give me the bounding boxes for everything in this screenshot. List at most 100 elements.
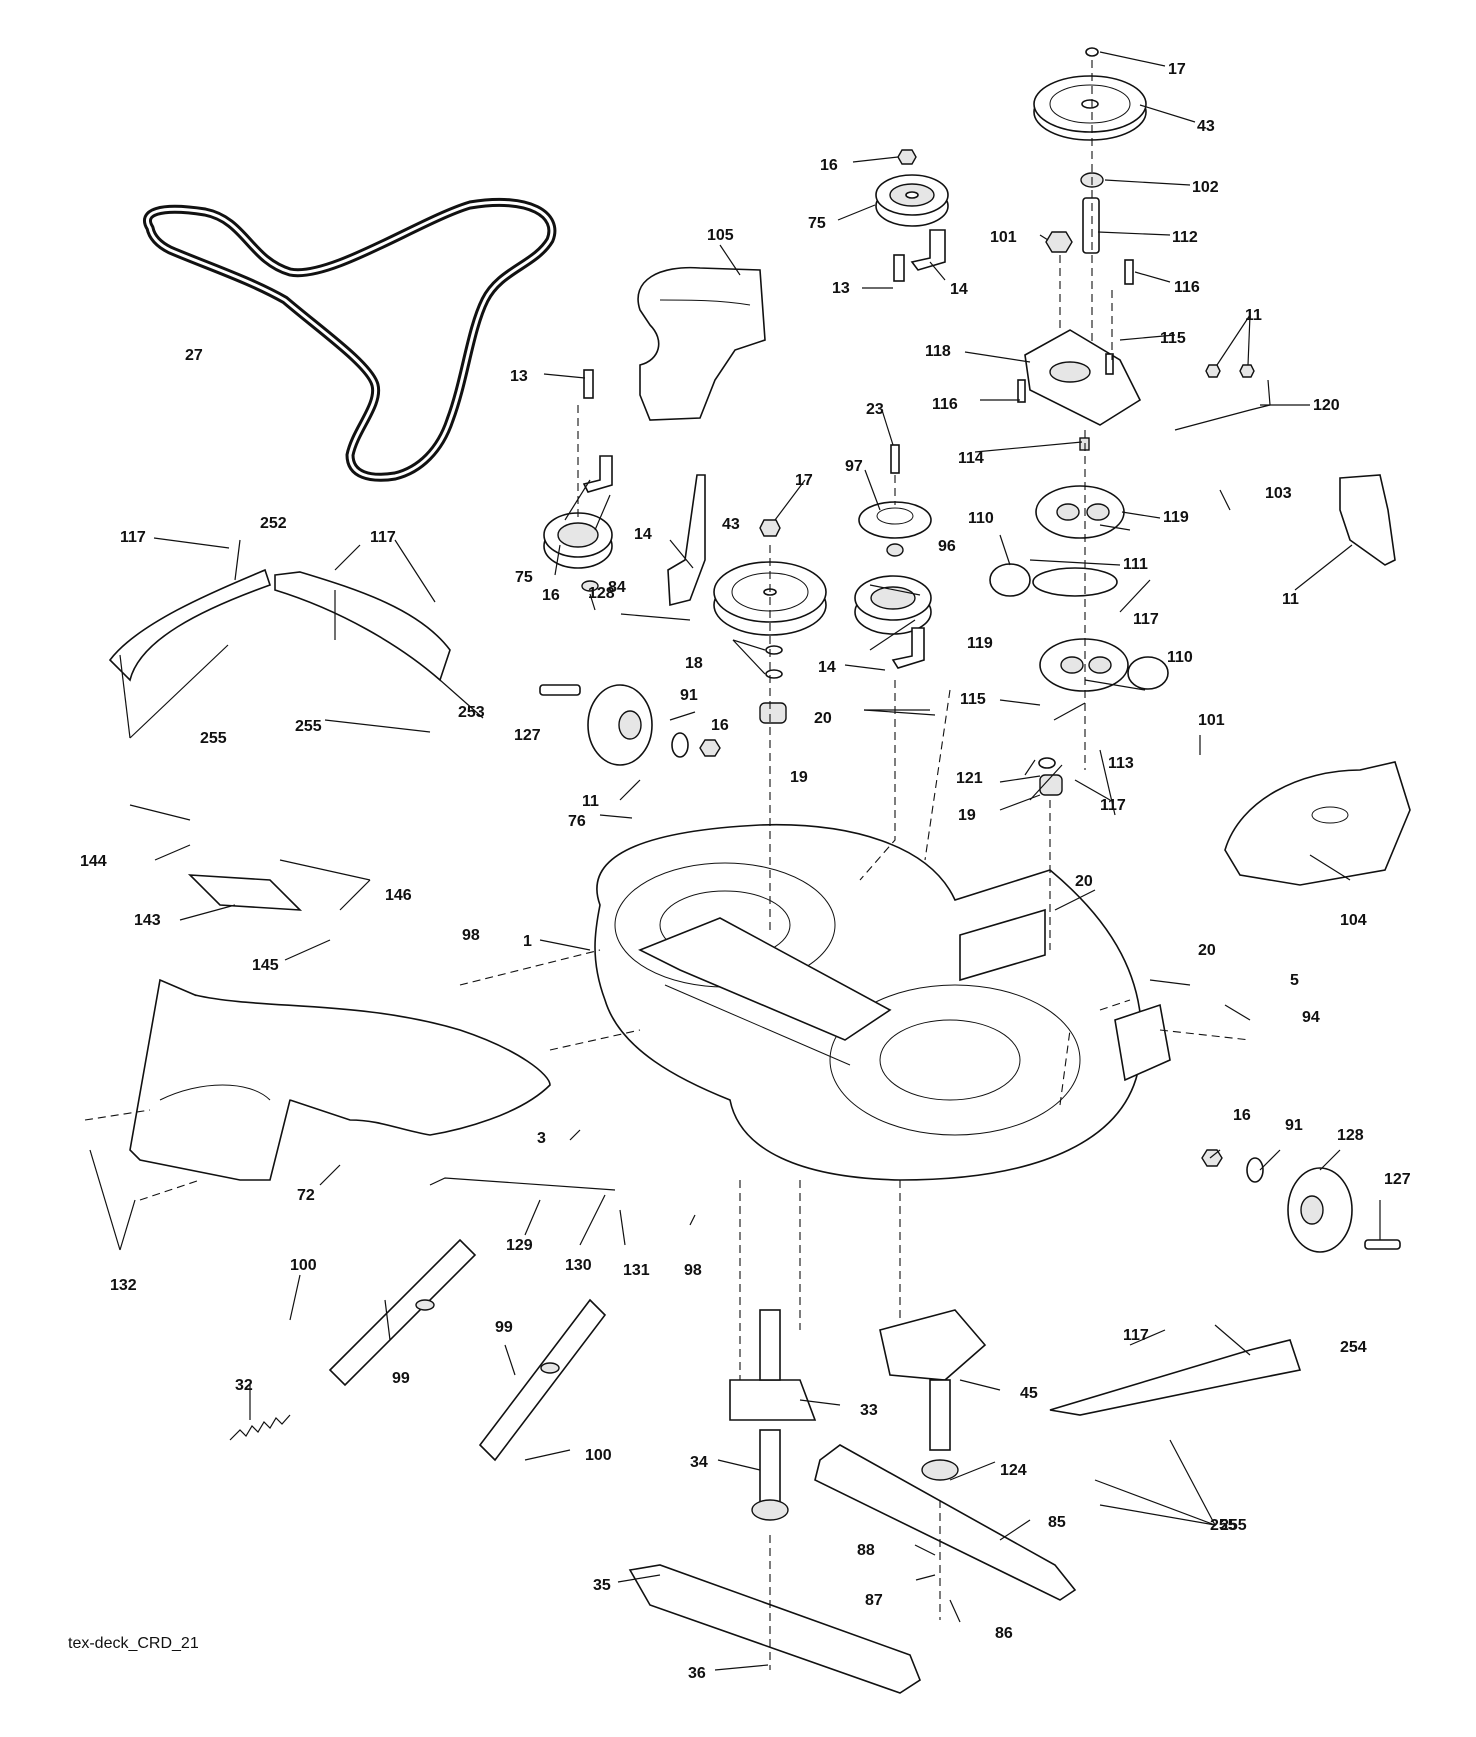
label-115: 115 (1160, 330, 1186, 347)
label-45: 45 (1020, 1385, 1038, 1402)
label-101b: 101 (1198, 712, 1225, 729)
label-117: 117 (1133, 611, 1159, 628)
label-17b: 17 (795, 472, 813, 489)
label-116: 116 (1174, 279, 1200, 296)
label-117d: 117 (1100, 797, 1126, 814)
label-20: 20 (814, 710, 832, 727)
label-98b: 98 (684, 1262, 702, 1279)
label-16c: 16 (711, 717, 729, 734)
label-99b: 99 (392, 1370, 410, 1387)
label-72: 72 (297, 1187, 315, 1204)
label-128: 128 (588, 585, 615, 602)
label-144: 144 (80, 853, 107, 870)
label-121: 121 (956, 770, 983, 787)
label-105: 105 (707, 227, 734, 244)
label-94: 94 (1302, 1009, 1320, 1026)
label-14c: 14 (818, 659, 836, 676)
label-131: 131 (623, 1262, 650, 1279)
idler-pulley-upper (875, 174, 949, 227)
label-104: 104 (1340, 912, 1367, 929)
label-18: 18 (685, 655, 703, 672)
label-96: 96 (938, 538, 956, 555)
label-16b: 16 (542, 587, 560, 604)
label-100: 100 (290, 1257, 317, 1274)
label-124: 124 (1000, 1462, 1027, 1479)
label-255c: 255 (1220, 1517, 1247, 1534)
callout-labels: 17 43 102 16 75 101 112 105 14 13 116 27… (80, 61, 1411, 1682)
label-23: 23 (866, 401, 884, 418)
label-145: 145 (252, 957, 279, 974)
label-253: 253 (458, 704, 485, 721)
label-75: 75 (808, 215, 826, 232)
label-254: 254 (1340, 1339, 1367, 1356)
label-100b: 100 (585, 1447, 612, 1464)
label-101: 101 (990, 229, 1017, 246)
label-16d: 16 (1233, 1107, 1251, 1124)
label-13b: 13 (510, 368, 528, 385)
label-19b: 19 (958, 807, 976, 824)
label-91b: 91 (1285, 1117, 1303, 1134)
label-115b: 115 (960, 691, 986, 708)
label-117c: 117 (370, 529, 396, 546)
assembly-dashed-lines (84, 60, 1251, 1670)
label-119b: 119 (967, 635, 993, 652)
drive-belt (143, 197, 557, 482)
label-116b: 116 (932, 396, 958, 413)
label-120: 120 (1313, 397, 1340, 414)
label-5: 5 (1290, 972, 1299, 989)
label-88: 88 (857, 1542, 875, 1559)
label-103: 103 (1265, 485, 1292, 502)
label-1: 1 (523, 933, 532, 950)
label-16: 16 (820, 157, 838, 174)
label-119: 119 (1163, 509, 1189, 526)
mower-deck (594, 823, 1171, 1181)
label-13: 13 (832, 280, 850, 297)
label-252: 252 (260, 515, 287, 532)
label-146: 146 (385, 887, 412, 904)
label-129: 129 (506, 1237, 533, 1254)
diagram-caption: tex-deck_CRD_21 (68, 1635, 199, 1652)
label-14b: 14 (634, 526, 652, 543)
label-86: 86 (995, 1625, 1013, 1642)
label-117e: 117 (1123, 1327, 1149, 1344)
label-20b: 20 (1075, 873, 1093, 890)
label-3: 3 (537, 1130, 546, 1147)
label-143: 143 (134, 912, 161, 929)
label-110: 110 (968, 510, 994, 527)
label-255: 255 (295, 718, 322, 735)
leader-lines (89, 51, 1381, 1671)
label-36: 36 (688, 1665, 706, 1682)
label-76: 76 (568, 813, 586, 830)
label-32: 32 (235, 1377, 253, 1394)
label-127: 127 (514, 727, 541, 744)
label-87: 87 (865, 1592, 883, 1609)
label-14: 14 (950, 281, 968, 298)
label-33: 33 (860, 1402, 878, 1419)
label-17: 17 (1168, 61, 1186, 78)
label-132: 132 (110, 1277, 137, 1294)
label-128b: 128 (1337, 1127, 1364, 1144)
label-99: 99 (495, 1319, 513, 1336)
label-127b: 127 (1384, 1171, 1411, 1188)
label-34: 34 (690, 1454, 708, 1471)
label-114: 114 (958, 450, 984, 467)
label-11c: 11 (582, 793, 599, 810)
label-84: 84 (608, 579, 626, 596)
label-98: 98 (462, 927, 480, 944)
label-35: 35 (593, 1577, 611, 1594)
large-pulley-top (1033, 75, 1147, 141)
label-75b: 75 (515, 569, 533, 586)
label-91: 91 (680, 687, 698, 704)
label-97: 97 (845, 458, 863, 475)
label-85: 85 (1048, 1514, 1066, 1531)
label-27: 27 (185, 347, 203, 364)
label-11: 11 (1245, 307, 1262, 324)
label-11b: 11 (1282, 591, 1299, 608)
label-20c: 20 (1198, 942, 1216, 959)
label-117b: 117 (120, 529, 146, 546)
label-255b: 255 (200, 730, 227, 747)
label-113: 113 (1108, 755, 1134, 772)
label-118: 118 (925, 343, 951, 360)
label-112: 112 (1172, 229, 1198, 246)
